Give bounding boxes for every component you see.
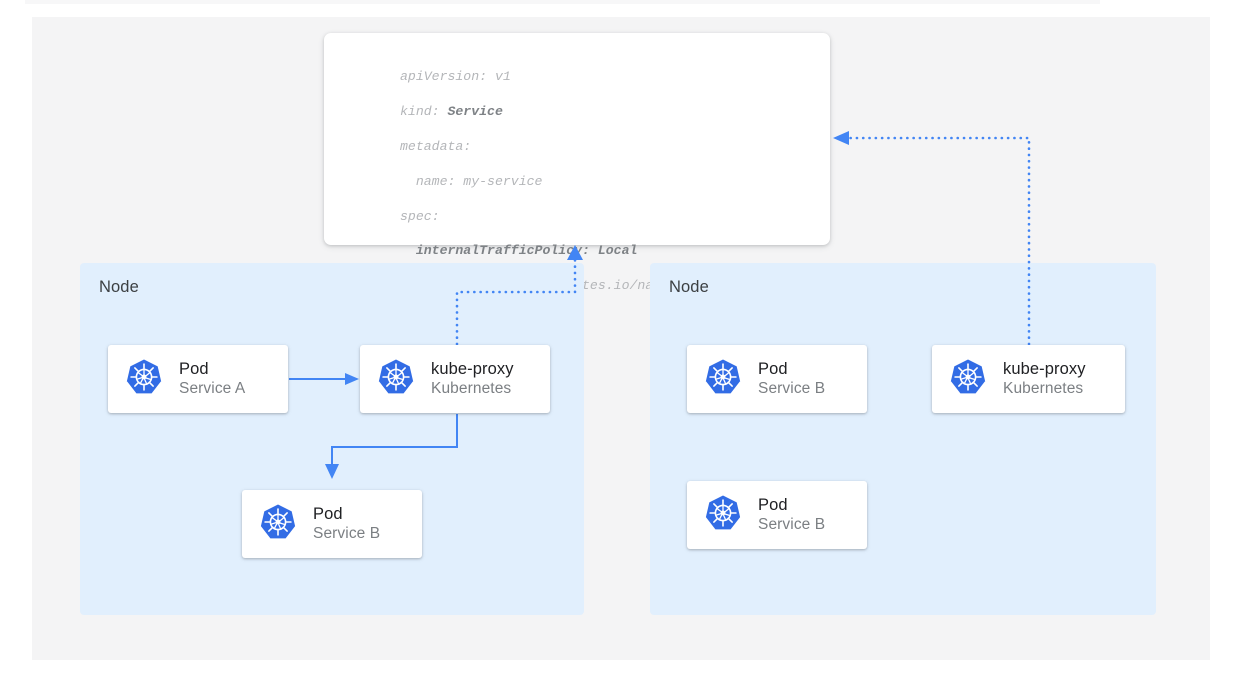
- box-pod-service-b-right-top[interactable]: Pod Service B: [687, 345, 867, 413]
- box-pod-service-b-right-bottom[interactable]: Pod Service B: [687, 481, 867, 549]
- box-subtitle: Service A: [179, 380, 246, 397]
- service-yaml-card: apiVersion: v1 kind: Service metadata: n…: [324, 33, 830, 433]
- yaml-kind-value: Service: [447, 104, 503, 120]
- box-text: Pod Service B: [313, 504, 380, 544]
- node-label-right: Node: [669, 278, 709, 296]
- kubernetes-logo-icon: [259, 503, 297, 546]
- box-title: Pod: [313, 505, 343, 523]
- box-kube-proxy-right[interactable]: kube-proxy Kubernetes: [932, 345, 1125, 413]
- box-text: kube-proxy Kubernetes: [1003, 359, 1086, 399]
- box-subtitle: Service B: [758, 516, 826, 533]
- yaml-line-internaltrafficpolicy: internalTrafficPolicy: Local: [400, 243, 638, 259]
- kubernetes-logo-icon: [704, 494, 742, 537]
- box-pod-service-b-left[interactable]: Pod Service B: [242, 490, 422, 558]
- node-panel-right: Node: [650, 263, 1156, 615]
- box-kube-proxy-left[interactable]: kube-proxy Kubernetes: [360, 345, 550, 413]
- top-strip: [25, 0, 1100, 4]
- box-title: Pod: [758, 496, 788, 514]
- box-text: Pod Service B: [758, 495, 825, 535]
- node-label-left: Node: [99, 278, 139, 296]
- yaml-line-kind: kind: Service: [400, 103, 724, 120]
- box-title: kube-proxy: [1003, 360, 1086, 378]
- kubernetes-logo-icon: [377, 358, 415, 401]
- box-subtitle: Kubernetes: [1003, 380, 1084, 397]
- box-text: kube-proxy Kubernetes: [431, 359, 514, 399]
- kubernetes-logo-icon: [949, 358, 987, 401]
- yaml-line-name: name: my-service: [400, 173, 543, 189]
- yaml-line-metadata: metadata:: [400, 139, 472, 155]
- box-title: Pod: [179, 360, 209, 378]
- box-text: Pod Service A: [179, 359, 245, 399]
- yaml-line-spec: spec:: [400, 208, 440, 224]
- kubernetes-logo-icon: [704, 358, 742, 401]
- node-panel-left: Node: [80, 263, 584, 615]
- kubernetes-logo-icon: [125, 358, 163, 401]
- box-subtitle: Service B: [758, 380, 826, 397]
- box-pod-service-a[interactable]: Pod Service A: [108, 345, 288, 413]
- box-title: kube-proxy: [431, 360, 514, 378]
- yaml-line-apiversion: apiVersion: v1: [400, 69, 511, 85]
- yaml-kind-key: kind:: [400, 104, 448, 120]
- box-subtitle: Kubernetes: [431, 380, 512, 397]
- box-text: Pod Service B: [758, 359, 825, 399]
- box-title: Pod: [758, 360, 788, 378]
- box-subtitle: Service B: [313, 525, 381, 542]
